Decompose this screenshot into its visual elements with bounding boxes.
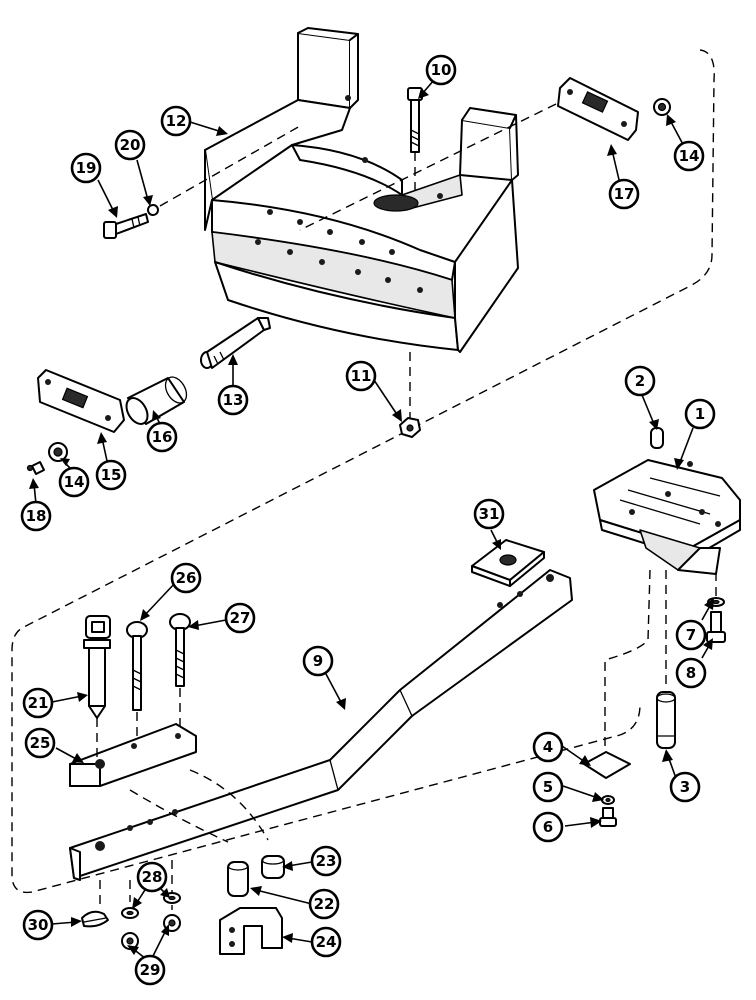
- callout-17-label: 17: [614, 185, 635, 203]
- callout-19-label: 19: [76, 159, 97, 177]
- callout-25-label: 25: [30, 734, 51, 752]
- callout-23-label: 23: [316, 852, 337, 870]
- callout-26-label: 26: [176, 569, 197, 587]
- square-plate: [471, 539, 545, 587]
- callout-28-label: 28: [142, 868, 163, 886]
- assembly-boundary: [11, 49, 715, 894]
- lower-nut: [48, 442, 68, 462]
- small-plate: [583, 751, 631, 779]
- callout-18: 18: [20, 500, 52, 532]
- callout-8-label: 8: [686, 664, 696, 682]
- callout-28: 28: [136, 861, 168, 893]
- callout-24-label: 24: [316, 933, 337, 951]
- bracket-bolt: [706, 611, 726, 643]
- callout-26: 26: [170, 562, 202, 594]
- grease-fitting: [26, 461, 45, 475]
- upper-plate: [557, 77, 639, 141]
- callout-5: 5: [532, 771, 564, 803]
- callout-11-label: 11: [351, 367, 372, 385]
- callout-30-label: 30: [28, 916, 49, 934]
- callout-9: 9: [302, 645, 334, 677]
- callout-4-label: 4: [543, 738, 553, 756]
- callout-14-lower: 14: [58, 466, 90, 498]
- callout-21: 21: [22, 687, 54, 719]
- drawbar-support-casting: [204, 27, 519, 353]
- callout-12: 12: [160, 105, 192, 137]
- callout-16: 16: [146, 421, 178, 453]
- callout-13-label: 13: [223, 391, 244, 409]
- bushing: [125, 376, 188, 425]
- callout-10: 10: [425, 54, 457, 86]
- callout-19: 19: [70, 152, 102, 184]
- washer: [601, 795, 615, 805]
- callout-23: 23: [310, 845, 342, 877]
- callout-21-label: 21: [28, 694, 49, 712]
- bracket-washer: [707, 597, 725, 607]
- callout-5-label: 5: [543, 778, 553, 796]
- threaded-bolt: [169, 613, 191, 687]
- callout-14-upper: 14: [673, 140, 705, 172]
- lower-plate: [37, 369, 125, 433]
- drawbar: [69, 569, 573, 881]
- callout-6-label: 6: [543, 818, 553, 836]
- callout-27-label: 27: [230, 609, 251, 627]
- callout-18-label: 18: [26, 507, 47, 525]
- callout-15-label: 15: [101, 466, 122, 484]
- hitch-pin: [83, 615, 111, 719]
- callout-15: 15: [95, 459, 127, 491]
- callout-13: 13: [217, 384, 249, 416]
- lynch-clip: [81, 910, 109, 928]
- callout-17: 17: [608, 178, 640, 210]
- upper-nut: [653, 98, 671, 116]
- callout-9-label: 9: [313, 652, 323, 670]
- callout-24: 24: [310, 926, 342, 958]
- callout-7-label: 7: [686, 626, 696, 644]
- callout-4: 4: [532, 731, 564, 763]
- callout-29-label: 29: [140, 961, 161, 979]
- short-bolt: [599, 807, 617, 827]
- short-spacer: [261, 855, 285, 879]
- callout-22: 22: [308, 888, 340, 920]
- leader-lines: [29, 79, 714, 963]
- lower-nuts: [121, 914, 181, 950]
- callout-14-lower-label: 14: [64, 473, 85, 491]
- small-pin: [650, 427, 664, 449]
- callout-2-label: 2: [635, 372, 645, 390]
- callout-2: 2: [624, 365, 656, 397]
- callout-3: 3: [669, 771, 701, 803]
- callout-22-label: 22: [314, 895, 335, 913]
- callout-7: 7: [675, 619, 707, 651]
- callout-31-label: 31: [479, 505, 500, 523]
- callout-16-label: 16: [152, 428, 173, 446]
- lock-washer: [147, 204, 159, 216]
- callout-25: 25: [24, 727, 56, 759]
- callout-11: 11: [345, 360, 377, 392]
- long-pin: [656, 691, 676, 749]
- long-spacer: [227, 861, 249, 897]
- callout-6: 6: [532, 811, 564, 843]
- callout-27: 27: [224, 602, 256, 634]
- callout-14-upper-label: 14: [679, 147, 700, 165]
- bottom-nut: [399, 417, 421, 438]
- callout-20-label: 20: [120, 136, 141, 154]
- hitch-bracket: [593, 459, 741, 575]
- callout-8: 8: [675, 657, 707, 689]
- clevis-plate: [69, 723, 197, 787]
- callout-30: 30: [22, 909, 54, 941]
- callout-20: 20: [114, 129, 146, 161]
- callout-3-label: 3: [680, 778, 690, 796]
- long-bolt: [126, 621, 148, 711]
- callout-1-label: 1: [695, 405, 705, 423]
- callout-31: 31: [473, 498, 505, 530]
- u-bracket: [219, 907, 283, 955]
- callout-12-label: 12: [166, 112, 187, 130]
- lower-washers: [121, 892, 181, 919]
- callout-10-label: 10: [431, 61, 452, 79]
- side-bolt: [103, 213, 149, 239]
- callout-29: 29: [134, 954, 166, 986]
- pivot-pin: [200, 317, 271, 369]
- callout-1: 1: [684, 398, 716, 430]
